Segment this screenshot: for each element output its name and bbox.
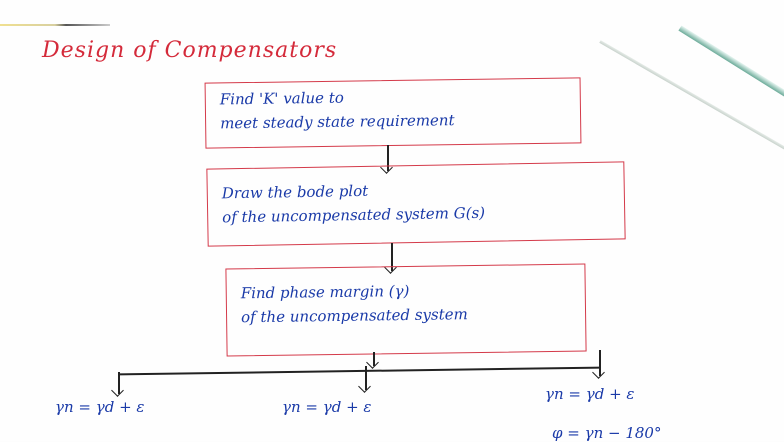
flow-step-bode-plot: Draw the bode plot of the uncompensated …: [206, 161, 626, 247]
page-shadow-edge-teal: [678, 25, 784, 100]
split-line: [118, 366, 601, 375]
step-line: of the uncompensated system: [240, 305, 468, 327]
branch-equation: γn = γd + ε: [55, 398, 145, 416]
arrow-down-icon: [118, 372, 120, 394]
page-edge-line: [0, 24, 110, 26]
branch-equation-phase: φ = γn − 180°: [552, 424, 662, 442]
page-shadow-edge: [599, 40, 784, 158]
split-stem: [373, 352, 375, 366]
branch-equation: γn = γd + ε: [282, 398, 372, 416]
flow-step-phase-margin: Find phase margin (γ) of the uncompensat…: [225, 263, 587, 357]
arrow-down-icon: [599, 350, 601, 376]
arrow-down-icon: [391, 243, 393, 271]
arrow-down-icon: [387, 145, 389, 171]
step-line: meet steady state requirement: [220, 111, 455, 133]
branch-equation: γn = γd + ε: [545, 385, 635, 403]
arrow-down-icon: [365, 366, 367, 390]
flow-step-find-k: Find 'K' value to meet steady state requ…: [204, 77, 582, 149]
diagram-title: Design of Compensators: [42, 38, 338, 63]
